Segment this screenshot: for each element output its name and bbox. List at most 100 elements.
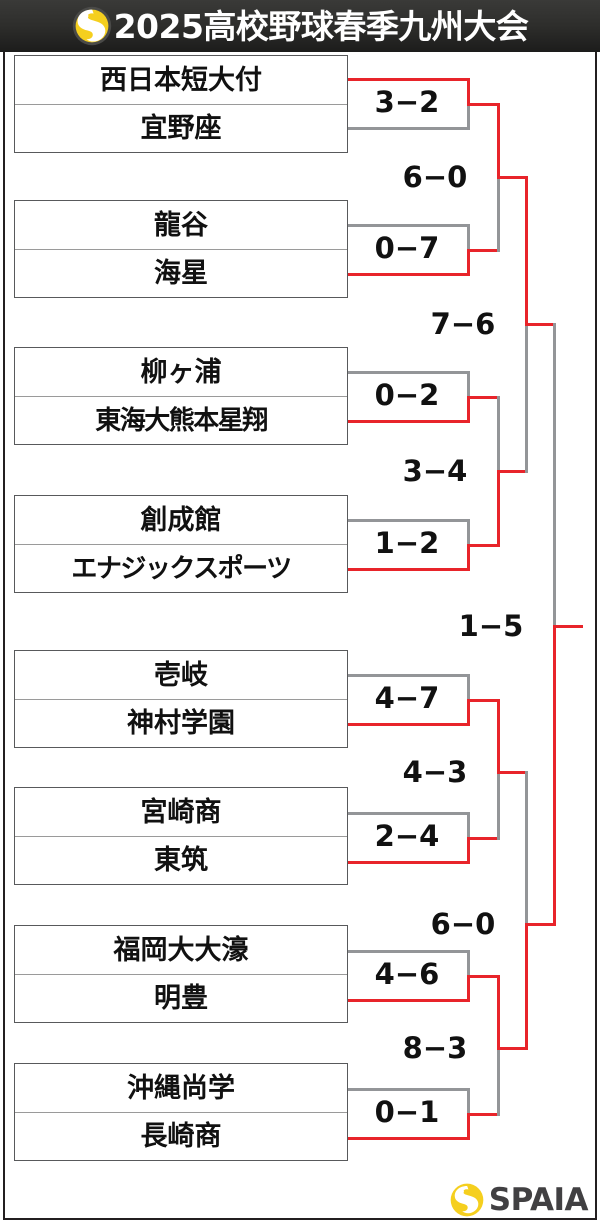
r1m5-bottom-line: [348, 723, 470, 726]
r3m2-in-top: [497, 771, 528, 774]
spaia-swirl-icon: [72, 6, 112, 46]
r1m2-join-upper: [467, 224, 470, 249]
team-name: 宜野座: [140, 113, 222, 144]
r1m3-bottom-line: [348, 420, 470, 423]
team-name: 柳ヶ浦: [140, 356, 222, 388]
r1m8-bottom-line: [348, 1137, 470, 1140]
r3m1-in-top: [497, 176, 528, 179]
r4m1-in-bottom: [525, 923, 556, 926]
team-name: 福岡大大濠: [113, 934, 249, 966]
r1m7-bottom-line: [348, 999, 470, 1002]
r4m1-in-top: [525, 323, 556, 326]
r2m4-join-upper: [497, 975, 500, 1050]
r1m5-join-upper: [467, 674, 470, 699]
r1m1-bottom-line: [348, 127, 470, 130]
r1m4-top-line: [348, 519, 470, 522]
r3m2-join-lower: [525, 923, 528, 1050]
r2m1-join-upper: [497, 103, 500, 179]
r2m1-in-top: [467, 103, 500, 106]
score-r1m3: 0−2: [374, 378, 440, 412]
r3m1-in-bottom: [497, 470, 528, 473]
team-slot-1[interactable]: 西日本短大付: [15, 56, 347, 104]
r1m2-join-lower: [467, 249, 470, 276]
team-name: 神村学園: [127, 708, 235, 739]
score-r3m1: 7−6: [430, 307, 496, 341]
r2m3-in-top: [467, 699, 500, 702]
r1m8-top-line: [348, 1088, 470, 1091]
r1m1-join-lower: [467, 103, 470, 130]
r1m8-join-upper: [467, 1088, 470, 1113]
r1m5-top-line: [348, 674, 470, 677]
team-slot-4[interactable]: 海星: [15, 249, 347, 297]
r1m3-join-upper: [467, 371, 470, 396]
r4m1-join-lower: [553, 625, 556, 926]
team-pair-box-6[interactable]: 宮崎商 東筑: [14, 787, 348, 885]
team-name: 西日本短大付: [100, 64, 262, 96]
r2m4-join-lower: [497, 1047, 500, 1116]
team-slot-11[interactable]: 宮崎商: [15, 788, 347, 836]
r1m7-join-lower: [467, 975, 470, 1002]
r3m1-join-upper: [525, 176, 528, 326]
page-title: 2025高校野球春季九州大会: [113, 6, 529, 46]
r1m5-join-lower: [467, 699, 470, 726]
score-r1m5: 4−7: [374, 681, 440, 715]
team-slot-10[interactable]: 神村学園: [15, 699, 347, 747]
team-slot-6[interactable]: 東海大熊本星翔: [15, 396, 347, 444]
r3m1-join-lower: [525, 323, 528, 473]
team-slot-14[interactable]: 明豊: [15, 974, 347, 1022]
r1m4-bottom-line: [348, 568, 470, 571]
r1m3-top-line: [348, 371, 470, 374]
score-r1m7: 4−6: [374, 957, 440, 991]
team-slot-7[interactable]: 創成館: [15, 496, 347, 544]
r1m6-join-upper: [467, 812, 470, 837]
team-name: 明豊: [154, 983, 208, 1014]
score-r3m2: 6−0: [430, 907, 496, 941]
team-slot-13[interactable]: 福岡大大濠: [15, 926, 347, 974]
team-pair-box-7[interactable]: 福岡大大濠 明豊: [14, 925, 348, 1023]
team-slot-2[interactable]: 宜野座: [15, 104, 347, 152]
score-r1m8: 0−1: [374, 1095, 440, 1129]
team-pair-box-1[interactable]: 西日本短大付 宜野座: [14, 55, 348, 153]
team-slot-3[interactable]: 龍谷: [15, 201, 347, 249]
r1m4-join-lower: [467, 544, 470, 571]
team-pair-box-3[interactable]: 柳ヶ浦 東海大熊本星翔: [14, 347, 348, 445]
r1m2-top-line: [348, 224, 470, 227]
spaia-brand-logo: SPAIA: [450, 1181, 589, 1218]
team-name: 壱岐: [154, 659, 208, 691]
team-name: 長崎商: [140, 1121, 222, 1152]
r1m4-join-upper: [467, 519, 470, 544]
r2m1-in-bottom: [467, 249, 500, 252]
team-slot-9[interactable]: 壱岐: [15, 651, 347, 699]
team-pair-box-8[interactable]: 沖縄尚学 長崎商: [14, 1063, 348, 1161]
r1m6-top-line: [348, 812, 470, 815]
r1m6-join-lower: [467, 837, 470, 864]
team-name: 龍谷: [154, 209, 208, 241]
champion-line: [553, 625, 583, 628]
team-pair-box-5[interactable]: 壱岐 神村学園: [14, 650, 348, 748]
score-r2m4: 8−3: [402, 1031, 468, 1065]
r2m3-in-bottom: [467, 837, 500, 840]
score-r2m3: 4−3: [402, 755, 468, 789]
spaia-wordmark: SPAIA: [488, 1181, 589, 1218]
team-pair-box-4[interactable]: 創成館 エナジックスポーツ: [14, 495, 348, 593]
team-name: 宮崎商: [140, 796, 222, 828]
team-slot-12[interactable]: 東筑: [15, 836, 347, 884]
r2m3-join-lower: [497, 771, 500, 840]
score-r2m2: 3−4: [402, 454, 468, 488]
team-slot-15[interactable]: 沖縄尚学: [15, 1064, 347, 1112]
team-slot-16[interactable]: 長崎商: [15, 1112, 347, 1160]
team-pair-box-2[interactable]: 龍谷 海星: [14, 200, 348, 298]
r3m2-join-upper: [525, 771, 528, 926]
score-r4m1: 1−5: [458, 609, 524, 643]
team-slot-8[interactable]: エナジックスポーツ: [15, 544, 347, 592]
score-r1m2: 0−7: [374, 231, 440, 265]
page-header: 2025高校野球春季九州大会: [0, 0, 600, 52]
team-slot-5[interactable]: 柳ヶ浦: [15, 348, 347, 396]
score-r1m1: 3−2: [374, 85, 440, 119]
score-r2m1: 6−0: [402, 160, 468, 194]
r2m2-in-top: [467, 396, 500, 399]
r2m1-join-lower: [497, 176, 500, 252]
r4m1-join-upper: [553, 323, 556, 626]
team-name: 東海大熊本星翔: [95, 405, 268, 436]
r2m4-in-bottom: [467, 1113, 500, 1116]
